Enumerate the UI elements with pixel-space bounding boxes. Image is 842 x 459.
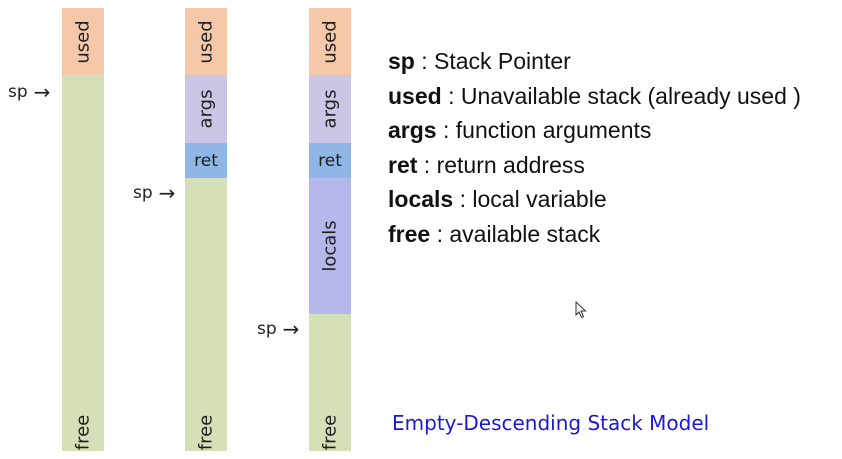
- segment-used: used: [62, 8, 104, 75]
- legend-term: used: [388, 82, 442, 109]
- legend-description: available stack: [449, 220, 601, 247]
- arrow-right-icon: →: [158, 181, 176, 205]
- segment-free: free: [309, 314, 351, 451]
- segment-args: args: [309, 75, 351, 143]
- segment-ret-label: ret: [318, 150, 342, 171]
- stack-pointer-3: sp →: [257, 319, 299, 339]
- segment-used: used: [185, 8, 227, 75]
- arrow-right-icon: →: [33, 80, 51, 104]
- legend-description: return address: [436, 151, 585, 178]
- stack-pointer-1: sp →: [8, 82, 50, 102]
- stack-diagram-3: used args ret locals free: [309, 8, 351, 451]
- legend-row-locals: locals : local variable: [388, 182, 801, 217]
- legend-separator: :: [417, 151, 437, 178]
- legend-description: Stack Pointer: [434, 48, 571, 74]
- legend: sp : Stack Pointer used : Unavailable st…: [388, 44, 801, 251]
- segment-free-label: free: [72, 414, 94, 451]
- legend-term: locals: [388, 186, 454, 212]
- segment-args: args: [185, 75, 227, 143]
- segment-used-label: used: [319, 19, 341, 64]
- legend-term: args: [388, 117, 437, 143]
- stack-pointer-label: sp: [133, 183, 153, 203]
- segment-used-label: used: [72, 19, 94, 64]
- segment-locals-label: locals: [319, 220, 341, 272]
- legend-term: free: [388, 220, 431, 247]
- mouse-cursor-icon: [575, 300, 587, 323]
- legend-separator: :: [436, 117, 456, 143]
- model-title: Empty-Descending Stack Model: [392, 411, 710, 435]
- segment-args-label: args: [195, 89, 217, 129]
- legend-row-used: used : Unavailable stack (already used ): [388, 79, 801, 114]
- legend-description: function arguments: [455, 117, 652, 143]
- legend-term: sp: [388, 48, 415, 74]
- legend-separator: :: [430, 220, 450, 247]
- legend-separator: :: [441, 82, 461, 109]
- legend-term: ret: [388, 151, 418, 178]
- segment-free: free: [62, 75, 104, 451]
- legend-row-free: free : available stack: [388, 217, 801, 252]
- stack-pointer-2: sp →: [133, 183, 175, 203]
- arrow-right-icon: →: [282, 317, 300, 341]
- segment-free-label: free: [319, 414, 341, 451]
- legend-description: local variable: [472, 186, 607, 212]
- segment-args-label: args: [319, 89, 341, 129]
- segment-used: used: [309, 8, 351, 75]
- stack-diagram-1: used free: [62, 8, 104, 451]
- segment-free-label: free: [195, 414, 217, 451]
- legend-row-ret: ret : return address: [388, 148, 801, 183]
- segment-locals: locals: [309, 178, 351, 314]
- legend-description: Unavailable stack (already used ): [460, 82, 801, 109]
- stack-pointer-label: sp: [257, 319, 277, 339]
- segment-ret: ret: [309, 143, 351, 178]
- segment-free: free: [185, 178, 227, 451]
- stack-diagram-2: used args ret free: [185, 8, 227, 451]
- segment-used-label: used: [195, 19, 217, 64]
- legend-row-sp: sp : Stack Pointer: [388, 44, 801, 79]
- stack-pointer-label: sp: [8, 82, 28, 102]
- segment-ret: ret: [185, 143, 227, 178]
- legend-separator: :: [414, 48, 435, 74]
- segment-ret-label: ret: [194, 150, 218, 171]
- legend-separator: :: [453, 186, 473, 212]
- legend-row-args: args : function arguments: [388, 113, 801, 148]
